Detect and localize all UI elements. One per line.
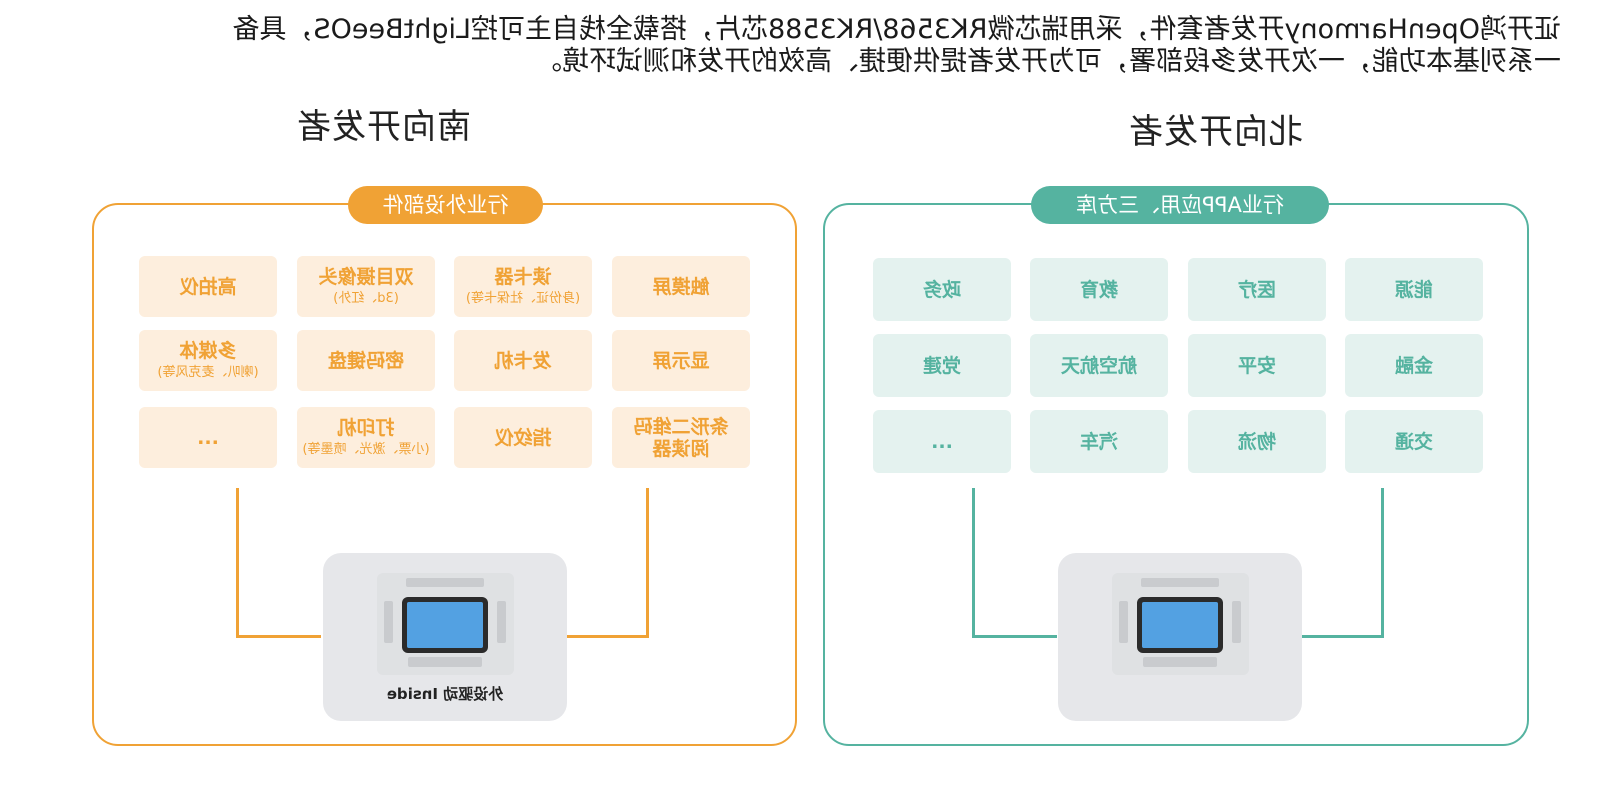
- south-tile: 双目摄像头 (3d、红外): [297, 256, 435, 317]
- south-tile: 显示屏: [612, 330, 750, 391]
- tile-label: 多媒体: [179, 339, 237, 362]
- north-connector-horizontal-left: [1299, 635, 1384, 638]
- intro-text: 证开鸿OpenHarmony开发者套件，采用瑞芯微RK3568/RK3588芯片…: [41, 14, 1561, 78]
- tile-label: 安平: [1238, 354, 1277, 377]
- north-tile: 航空航天: [1030, 334, 1168, 397]
- dev-board-icon: [384, 578, 506, 667]
- tile-label: 高拍仪: [179, 275, 237, 298]
- tile-label: 党建: [923, 354, 962, 377]
- tile-label: 打印机: [337, 416, 395, 439]
- south-tile: 打印机 (小票、激光、喷墨等): [297, 407, 435, 468]
- north-device-card: [1058, 553, 1302, 721]
- south-connector-horizontal-left: [564, 635, 649, 638]
- tile-label: 读卡器: [494, 265, 552, 288]
- south-tile: 条形二维码 阅读器: [612, 407, 750, 468]
- south-tile: 密码键盘: [297, 330, 435, 391]
- intro-line-2: 一系列基本功能，一次开发多段部署，可为开发者提供便捷、高效的开发和测试环境。: [535, 46, 1561, 77]
- north-tile: 能源: [1345, 258, 1483, 321]
- tile-label: 汽车: [1080, 430, 1119, 453]
- south-tile: 多媒体 (喇叭、麦克风等): [139, 330, 277, 391]
- north-tile: 物流: [1188, 410, 1326, 473]
- south-title: 南向开发者: [296, 107, 471, 147]
- dev-board-image: [377, 573, 514, 675]
- tile-label: 航空航天: [1061, 354, 1138, 377]
- tile-label: ...: [197, 426, 219, 449]
- tile-label: 金融: [1395, 354, 1434, 377]
- north-title: 北向开发者: [1128, 112, 1303, 152]
- tile-sub: (喇叭、麦克风等): [157, 364, 259, 380]
- tile-label: 双目摄像头: [318, 265, 414, 288]
- tile-sub: (3d、红外): [333, 290, 399, 306]
- south-tile: 发卡机: [454, 330, 592, 391]
- tile-label: 指纹仪: [494, 426, 552, 449]
- south-tile: 触摸屏: [612, 256, 750, 317]
- north-pill: 行业APP应用、三方库: [1031, 186, 1329, 224]
- tile-label: 物流: [1238, 430, 1277, 453]
- tile-label: 教育: [1080, 278, 1119, 301]
- north-tile: 交通: [1345, 410, 1483, 473]
- tile-sub: (身份证、社保卡等): [465, 290, 581, 306]
- north-tile: 政务: [873, 258, 1011, 321]
- north-connector-vertical-right: [972, 488, 975, 638]
- north-tile: 医疗: [1188, 258, 1326, 321]
- south-connector-vertical-right: [236, 488, 239, 638]
- tile-sub: (小票、激光、喷墨等): [302, 441, 430, 457]
- tile-label: 显示屏: [652, 349, 710, 372]
- north-tile: 汽车: [1030, 410, 1168, 473]
- device-caption: 外设驱动 Inside: [386, 685, 504, 703]
- south-connector-horizontal-right: [236, 635, 321, 638]
- south-tile: 高拍仪: [139, 256, 277, 317]
- tile-label: 触摸屏: [652, 275, 710, 298]
- north-tile: 教育: [1030, 258, 1168, 321]
- north-connector-vertical-left: [1381, 488, 1384, 638]
- north-tile: 金融: [1345, 334, 1483, 397]
- south-tile: 指纹仪: [454, 407, 592, 468]
- dev-board-icon: [1119, 578, 1241, 667]
- tile-label: 发卡机: [494, 349, 552, 372]
- north-connector-horizontal-right: [972, 635, 1057, 638]
- tile-label: 条形二维码 阅读器: [633, 415, 729, 460]
- south-tile: ...: [139, 407, 277, 468]
- dev-board-image: [1112, 573, 1249, 675]
- intro-line-1: 证开鸿OpenHarmony开发者套件，采用瑞芯微RK3568/RK3588芯片…: [232, 14, 1561, 45]
- tile-label: 能源: [1395, 278, 1434, 301]
- south-device-card: 外设驱动 Inside: [323, 553, 567, 721]
- south-tile: 读卡器 (身份证、社保卡等): [454, 256, 592, 317]
- tile-label: 医疗: [1238, 278, 1277, 301]
- tile-label: 政务: [923, 278, 962, 301]
- tile-label: 交通: [1395, 430, 1434, 453]
- tile-label: ...: [931, 430, 953, 453]
- north-tile: 安平: [1188, 334, 1326, 397]
- south-connector-vertical-left: [646, 488, 649, 638]
- north-tile: 党建: [873, 334, 1011, 397]
- south-pill: 行业外设部件: [348, 186, 543, 224]
- north-tile: ...: [873, 410, 1011, 473]
- tile-label: 密码键盘: [328, 349, 405, 372]
